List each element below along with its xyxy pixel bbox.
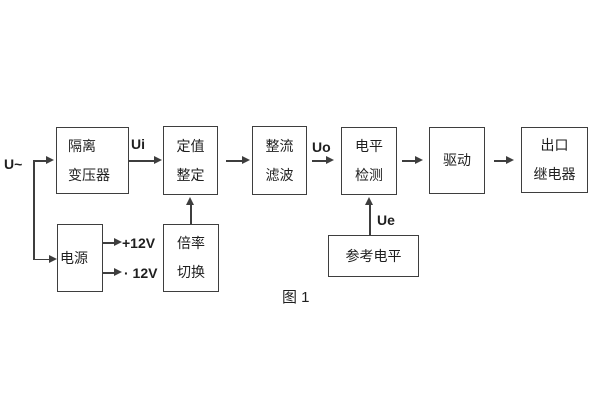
label-ue: Ue	[377, 212, 395, 228]
arrowhead-level-to-driver	[415, 156, 423, 165]
block-reference-level: 参考电平	[328, 235, 419, 277]
block-isolation-transformer-line2: 变压器	[68, 166, 110, 183]
block-output-relay: 出口 继电器	[521, 127, 588, 193]
label-ui: Ui	[131, 136, 145, 152]
connector-input-to-transformer	[33, 160, 47, 162]
arrowhead-driver-to-relay	[506, 156, 514, 165]
arrowhead-power-minus12	[114, 268, 122, 277]
arrowhead-input-to-transformer	[46, 156, 54, 165]
block-setting-adjust: 定值 整定	[163, 126, 218, 195]
connector-rectifier-to-level	[312, 160, 326, 162]
block-level-detector: 电平 检测	[341, 127, 397, 195]
block-reference-level-label: 参考电平	[345, 247, 402, 264]
block-output-relay-line1: 出口	[540, 137, 569, 153]
block-ratio-switch-line1: 倍率	[177, 235, 205, 251]
connector-level-to-driver	[402, 160, 415, 162]
block-power-supply: 电源	[57, 224, 103, 292]
block-setting-adjust-line1: 定值	[176, 137, 205, 154]
label-uo: Uo	[312, 139, 331, 155]
block-driver: 驱动	[429, 127, 485, 194]
label-minus-12v: · 12V	[124, 265, 158, 281]
arrowhead-power-plus12	[114, 238, 122, 247]
block-output-relay-line2: 继电器	[533, 166, 576, 182]
arrowhead-ratio-to-setting	[186, 197, 195, 205]
arrowhead-reference-to-level	[365, 197, 374, 205]
arrowhead-transformer-to-setting	[154, 156, 162, 165]
block-isolation-transformer: 隔离 变压器	[56, 127, 129, 194]
connector-power-minus12	[103, 272, 114, 274]
connector-input-to-power	[33, 258, 49, 261]
block-level-detector-line1: 电平	[355, 138, 383, 154]
block-level-detector-line2: 检测	[355, 167, 383, 183]
label-input-voltage: U~	[4, 156, 23, 172]
connector-driver-to-relay	[494, 160, 506, 162]
block-driver-label: 驱动	[443, 152, 471, 168]
block-rectifier-filter: 整流 滤波	[252, 126, 307, 195]
arrowhead-setting-to-rectifier	[242, 156, 250, 165]
connector-power-plus12	[103, 242, 114, 244]
connector-reference-to-level	[369, 204, 371, 235]
arrowhead-input-to-power	[49, 254, 57, 263]
block-rectifier-filter-line1: 整流	[265, 137, 294, 154]
connector-ratio-to-setting	[190, 204, 192, 224]
block-setting-adjust-line2: 整定	[176, 166, 205, 183]
block-isolation-transformer-line1: 隔离	[68, 137, 96, 154]
arrowhead-rectifier-to-level	[326, 156, 334, 165]
label-plus-12v: +12V	[122, 235, 156, 251]
connector-input-trunk	[33, 160, 35, 260]
block-rectifier-filter-line2: 滤波	[265, 166, 294, 183]
figure-caption: 图 1	[282, 289, 310, 306]
block-power-supply-label: 电源	[60, 249, 88, 266]
block-ratio-switch: 倍率 切换	[163, 224, 219, 292]
connector-setting-to-rectifier	[226, 160, 242, 162]
connector-transformer-to-setting	[129, 160, 154, 162]
block-ratio-switch-line2: 切换	[177, 264, 205, 280]
